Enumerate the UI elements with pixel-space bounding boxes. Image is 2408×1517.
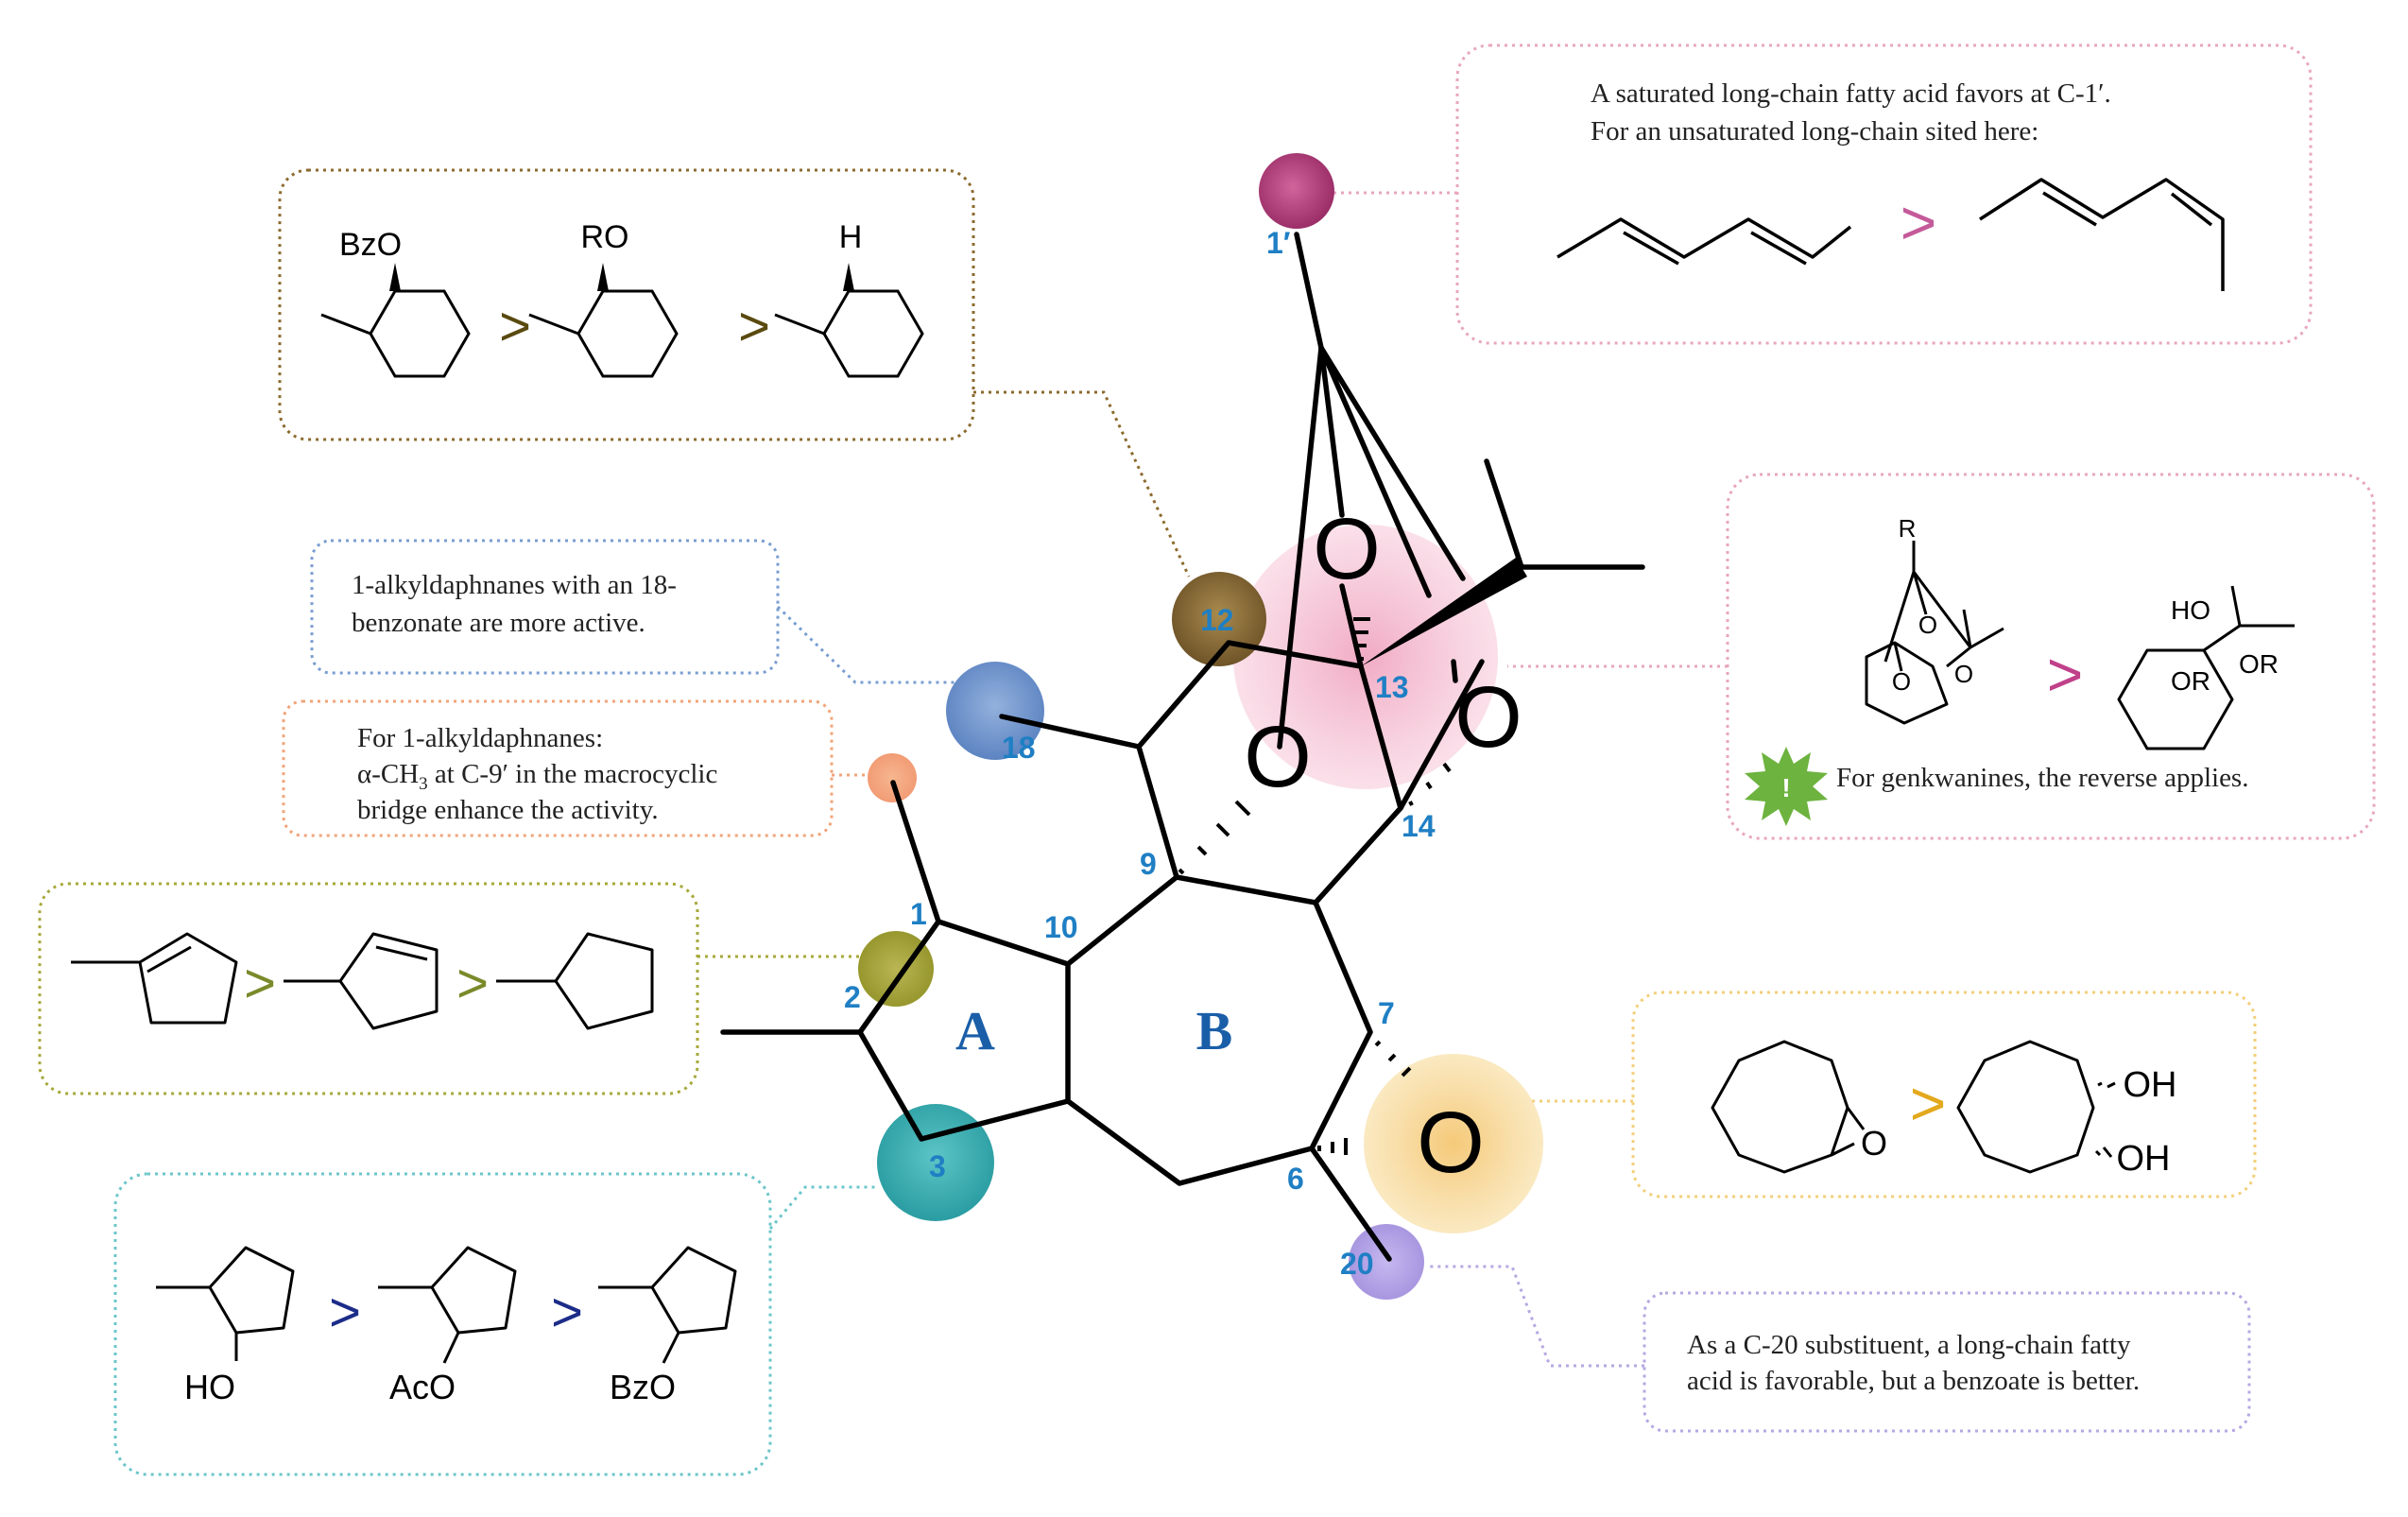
substituent-aco: AcO — [389, 1368, 456, 1406]
leader-c20 — [1427, 1265, 1644, 1368]
c67-epoxide-highlight — [1364, 1054, 1543, 1233]
atom-number-1-prime: 1′ — [1266, 226, 1291, 260]
c18-line1: 1-alkyldaphnanes with an 18- — [352, 570, 677, 600]
oxygen-atom-right: O — [1454, 669, 1522, 766]
box-c9p: For 1-alkyldaphnanes: α-CH3 at C-9′ in t… — [357, 723, 717, 825]
box-ring-a-frame — [38, 882, 699, 1095]
greater-than-1: > — [499, 296, 531, 357]
hydroxyl-1: OH — [2124, 1065, 2177, 1105]
oxygen-atom-left: O — [1244, 709, 1312, 805]
c9p-highlight — [868, 753, 917, 802]
box-c12-frame — [278, 168, 975, 441]
or-group-2: OR — [2239, 649, 2279, 679]
atom-number-2: 2 — [844, 980, 861, 1014]
atom-number-18: 18 — [1002, 731, 1036, 765]
core-skeleton — [720, 232, 1645, 1262]
atom-number-7: 7 — [1378, 996, 1395, 1030]
atom-number-3: 3 — [929, 1149, 946, 1183]
box-c12: BzO RO H > > — [320, 219, 924, 378]
c13-orthoester-highlight — [1233, 525, 1498, 789]
box-c67-frame — [1631, 991, 2257, 1198]
greater-than-2: > — [456, 953, 489, 1014]
box-c18-frame — [310, 539, 780, 675]
atom-number-6: 6 — [1287, 1162, 1304, 1196]
c18-highlight — [946, 662, 1044, 760]
box-c13: R O O O HO OR OR > ! For genkwanines, th… — [1745, 514, 2295, 826]
epoxide-oxygen: O — [1861, 1124, 1887, 1163]
callout-frames — [38, 43, 2376, 1476]
atom-number-10: 10 — [1044, 910, 1078, 944]
core-oxygens: O O O O — [1244, 501, 1522, 1191]
c1p-line1: A saturated long-chain fatty acid favors… — [1591, 78, 2111, 109]
c3-highlight — [877, 1104, 994, 1221]
atom-number-1: 1 — [910, 897, 927, 931]
box-c18: 1-alkyldaphnanes with an 18- benzonate a… — [352, 570, 677, 638]
exclamation-icon: ! — [1781, 773, 1790, 802]
c13-wedge-bond — [1361, 558, 1527, 666]
oxygen-atom: O — [1918, 611, 1937, 639]
c9p-line2: α-CH3 at C-9′ in the macrocyclic — [357, 759, 717, 794]
genkwanine-note: For genkwanines, the reverse applies. — [1836, 763, 2248, 793]
oxygen-atom-upper: O — [1313, 501, 1381, 597]
c20-line2: acid is favorable, but a benzoate is bet… — [1687, 1366, 2140, 1396]
box-c67: O OH OH > — [1711, 1040, 2177, 1179]
box-c1p: A saturated long-chain fatty acid favors… — [1557, 78, 2225, 291]
r-group: R — [1899, 514, 1917, 543]
atom-number-12: 12 — [1200, 603, 1234, 637]
c18-line2: benzonate are more active. — [352, 608, 645, 638]
box-c20: As a C-20 substituent, a long-chain fatt… — [1687, 1330, 2140, 1396]
oxygen-atom-epoxide: O — [1417, 1095, 1485, 1191]
c1p-highlight — [1259, 153, 1334, 229]
hashed-bonds — [1178, 617, 1452, 1155]
c9p-line1: For 1-alkyldaphnanes: — [357, 723, 603, 753]
greater-than: > — [2047, 639, 2084, 709]
c20-highlight — [1349, 1224, 1424, 1300]
leader-c3 — [768, 1185, 879, 1230]
exclamation-starburst-icon — [1745, 747, 1828, 826]
c20-line1: As a C-20 substituent, a long-chain fatt… — [1687, 1330, 2131, 1360]
atom-numbers: 1 2 3 6 7 9 10 12 13 14 18 20 1′ — [844, 226, 1436, 1281]
atom-number-9: 9 — [1140, 847, 1157, 881]
c9p-line3: bridge enhance the activity. — [357, 795, 659, 825]
leader-c18 — [776, 605, 955, 684]
box-c3: HO AcO BzO > > — [156, 1246, 737, 1406]
ring-a-label: A — [955, 1000, 995, 1061]
hydroxyl: HO — [2171, 595, 2210, 625]
box-c1p-frame — [1455, 43, 2313, 345]
c1p-line2: For an unsaturated long-chain sited here… — [1591, 116, 2038, 147]
box-c3-frame — [113, 1172, 772, 1476]
atom-number-20: 20 — [1340, 1247, 1374, 1281]
leader-c12 — [973, 390, 1191, 577]
hydroxyl-2: OH — [2117, 1139, 2171, 1179]
atom-number-13: 13 — [1375, 670, 1409, 704]
greater-than-1: > — [329, 1282, 361, 1343]
ring-a-highlight — [858, 931, 934, 1007]
greater-than-2: > — [551, 1282, 583, 1343]
atom-number-14: 14 — [1402, 809, 1436, 843]
oxygen-atom: O — [1892, 667, 1911, 696]
substituent-h: H — [839, 219, 863, 255]
box-c20-frame — [1643, 1291, 2251, 1433]
box-ring-a: > > — [71, 932, 654, 1030]
oxygen-atom: O — [1954, 660, 1973, 688]
greater-than: > — [1901, 187, 1937, 257]
greater-than-2: > — [738, 296, 770, 357]
greater-than: > — [1910, 1068, 1947, 1138]
greater-than-1: > — [244, 953, 276, 1014]
leader-lines — [697, 191, 1728, 1368]
or-group-1: OR — [2171, 666, 2210, 696]
ring-b-label: B — [1196, 1000, 1233, 1061]
highlight-spheres — [858, 153, 1543, 1300]
substituent-ho: HO — [184, 1368, 235, 1406]
substituent-bzo: BzO — [339, 227, 402, 263]
substituent-bzo: BzO — [610, 1368, 676, 1406]
substituent-ro: RO — [581, 219, 629, 255]
